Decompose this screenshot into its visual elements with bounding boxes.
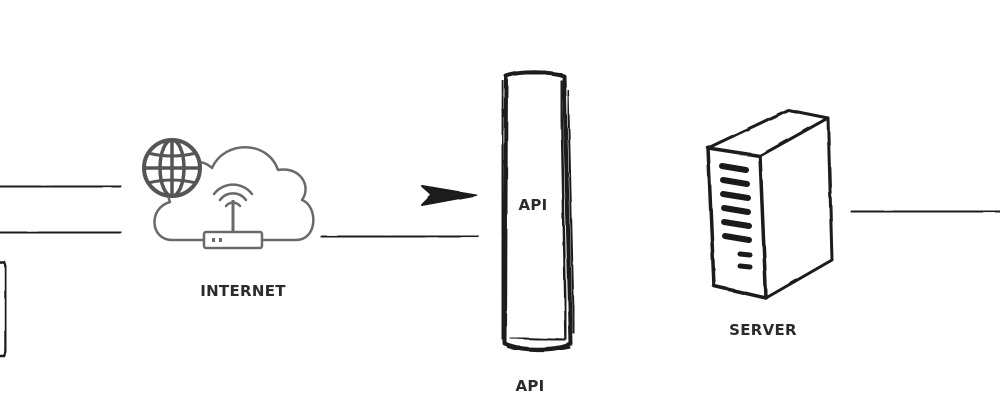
internet-label: INTERNET (200, 282, 286, 300)
client-internet-connector (0, 186, 120, 233)
laptop-icon (0, 262, 6, 356)
internet-api-connector (322, 195, 478, 237)
api-box-label: API (518, 196, 547, 214)
server-label: SERVER (729, 321, 797, 339)
server-tower-icon (708, 110, 832, 298)
api-label: API (515, 377, 544, 395)
globe-icon (142, 138, 202, 198)
cloud-icon (142, 138, 313, 248)
arrow-right-icon (422, 186, 476, 205)
server-outbound-connector (852, 211, 1000, 212)
